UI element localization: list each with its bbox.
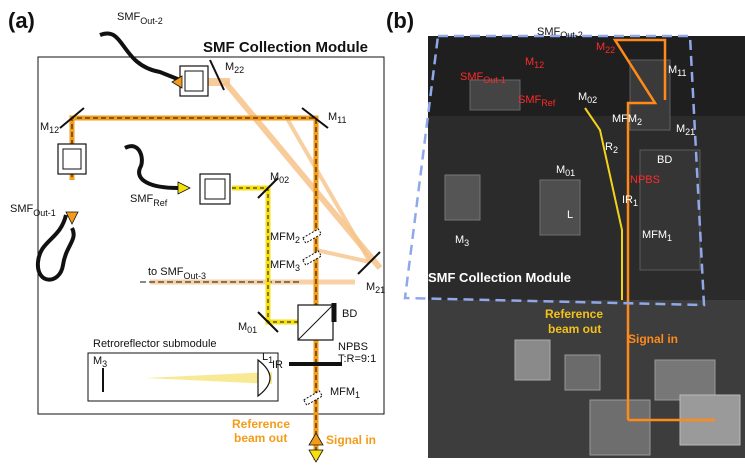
label-m21: M21 (366, 281, 385, 295)
label-l1: L1 (262, 351, 273, 365)
label-smf-out1: SMFOut-1 (10, 203, 56, 218)
photo-label-module: SMF Collection Module (428, 270, 571, 285)
label-m01: M01 (238, 321, 257, 335)
fiber-out1 (35, 214, 76, 282)
photo-label-m11: M11 (668, 64, 687, 78)
panel-a: (a) SMF Collection Module (8, 8, 385, 463)
faint-beams (150, 78, 383, 285)
photo-label-r2: R2 (605, 141, 618, 155)
mirror-m12 (59, 107, 85, 129)
photo-label-m02: M02 (578, 91, 597, 105)
photo-label-l: L (567, 209, 573, 221)
photo-reference-beam (584, 107, 623, 300)
coupler-out2 (171, 65, 209, 97)
label-mfm2: MFM2 (270, 231, 300, 245)
mirrors (59, 59, 381, 406)
retro-submodule-box (87, 352, 279, 402)
mirror-m01 (257, 311, 279, 333)
mirror-m22 (209, 59, 225, 91)
mirror-m02 (257, 177, 279, 199)
arrow-out1-icon (65, 211, 79, 225)
label-bd: BD (342, 308, 357, 320)
panel-b-label: (b) (386, 8, 414, 33)
photo-label-smf-out1: SMFOut-1 (460, 71, 506, 85)
signal-path (69, 115, 319, 460)
signal-in-arrow-icon (308, 432, 324, 446)
mirror-m21 (357, 251, 381, 275)
panel-a-label: (a) (8, 8, 35, 33)
lens-l1 (257, 358, 271, 398)
photo-label-signal-in: Signal in (628, 332, 678, 346)
photo-signal-beam (612, 38, 667, 420)
mirror-mfm3 (302, 250, 322, 266)
label-m3: M3 (93, 355, 107, 369)
photo-label-bd: BD (657, 154, 672, 166)
photo-module-outline (403, 34, 706, 307)
photo-label-mfm1: MFM1 (642, 229, 672, 243)
mirror-mfm2 (302, 228, 322, 244)
label-npbs: NPBS (338, 341, 368, 353)
reference-out-arrow-icon (308, 449, 324, 463)
label-m12: M12 (40, 121, 59, 135)
panel-b: (b) SMFOut-2 M22 M11 M12 SMFOut-1 (386, 8, 745, 458)
photo-label-npbs: NPBS (630, 174, 660, 186)
photo-label-m3: M3 (455, 234, 469, 248)
fiber-out2 (99, 31, 181, 82)
label-m22: M22 (225, 61, 244, 75)
module-title: SMF Collection Module (203, 39, 368, 56)
photo-label-m22: M22 (596, 41, 615, 55)
photo-label-smf-ref: SMFRef (518, 94, 556, 108)
label-m11: M11 (328, 111, 347, 125)
fiber-ref (124, 144, 179, 190)
label-m02: M02 (270, 171, 289, 185)
coupler-ref (177, 173, 231, 205)
photo-equipment (444, 59, 741, 456)
mirror-mfm1 (303, 390, 323, 406)
label-signal-in: Signal in (326, 433, 376, 447)
arrow-ref-icon (177, 181, 191, 195)
mirror-m11 (301, 107, 329, 129)
label-retro-title: Retroreflector submodule (93, 338, 217, 350)
photo-label-ir1: IR1 (622, 194, 638, 208)
label-reference-line1: Reference (232, 417, 290, 431)
label-smf-ref: SMFRef (130, 193, 168, 208)
npbs-cube (297, 303, 337, 341)
photo-label-reference-line1: Reference (545, 307, 603, 321)
label-ir: IR (272, 359, 283, 371)
label-npbs-ratio: T:R=9:1 (338, 353, 376, 365)
module-border (37, 56, 385, 415)
label-mfm1: MFM1 (330, 386, 360, 400)
reference-path (145, 185, 305, 384)
photo-label-mfm2: MFM2 (612, 113, 642, 127)
photo-label-reference-line2: beam out (548, 322, 601, 336)
label-smf-out2: SMFOut-2 (117, 11, 163, 26)
coupler-out1 (57, 143, 87, 225)
arrow-out2-icon (171, 75, 183, 89)
photo-label-m01: M01 (556, 164, 575, 178)
label-reference-line2: beam out (234, 431, 287, 445)
photo-label-smf-out2: SMFOut-2 (537, 26, 583, 40)
label-mfm3: MFM3 (270, 259, 300, 273)
label-to-smf-out3: to SMFOut-3 (148, 266, 206, 281)
photo-label-m12: M12 (525, 56, 544, 70)
photo-label-m21: M21 (676, 123, 695, 137)
